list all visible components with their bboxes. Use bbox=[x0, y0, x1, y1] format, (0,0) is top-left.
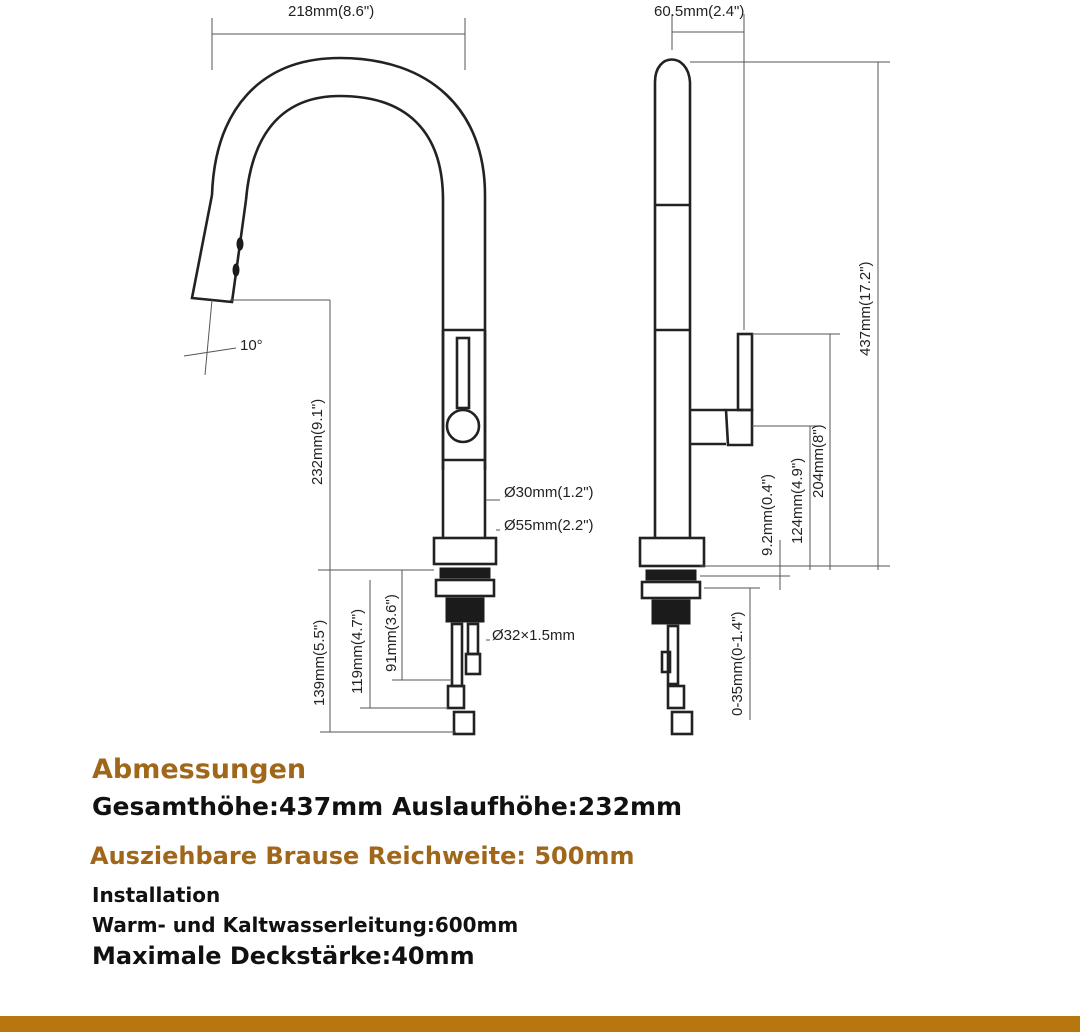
spray-angle-label: 10° bbox=[240, 337, 263, 354]
below-deck-119-label: 119mm(4.7") bbox=[349, 609, 366, 694]
side-view bbox=[638, 14, 890, 736]
lever-height-label: 124mm(4.9") bbox=[789, 458, 806, 544]
spec-heights: Gesamthöhe:437mm Auslaufhöhe:232mm bbox=[92, 792, 683, 821]
total-height-label: 437mm(17.2") bbox=[857, 261, 874, 356]
below-deck-139-label: 139mm(5.5") bbox=[311, 620, 328, 706]
base-offset-label: 9.2mm(0.4") bbox=[759, 474, 776, 556]
below-deck-91-label: 91mm(3.6") bbox=[383, 594, 400, 672]
spout-height-label: 232mm(9.1") bbox=[309, 399, 326, 485]
base-diameter-label: Ø55mm(2.2") bbox=[504, 517, 594, 534]
thread-label: Ø32×1.5mm bbox=[492, 627, 575, 644]
deck-range-label: 0-35mm(0-1.4") bbox=[729, 611, 746, 716]
spout-reach-label: 218mm(8.6") bbox=[288, 3, 374, 20]
spec-pipe-length: Warm- und Kaltwasserleitung:600mm bbox=[92, 913, 519, 937]
spec-heading: Abmessungen bbox=[92, 754, 307, 785]
handle-height-label: 204mm(8") bbox=[810, 424, 827, 498]
depth-label: 60.5mm(2.4") bbox=[654, 3, 744, 20]
bottom-accent-bar bbox=[0, 1016, 1080, 1032]
spec-deck-thickness: Maximale Deckstärke:40mm bbox=[92, 942, 475, 970]
body-diameter-label: Ø30mm(1.2") bbox=[504, 484, 594, 501]
faucet-technical-drawing: 218mm(8.6") 10° 232mm(9.1") Ø30mm(1.2") … bbox=[183, 3, 890, 736]
spec-reach: Ausziehbare Brause Reichweite: 500mm bbox=[90, 842, 635, 870]
spec-installation: Installation bbox=[92, 883, 221, 907]
front-view bbox=[183, 18, 500, 736]
